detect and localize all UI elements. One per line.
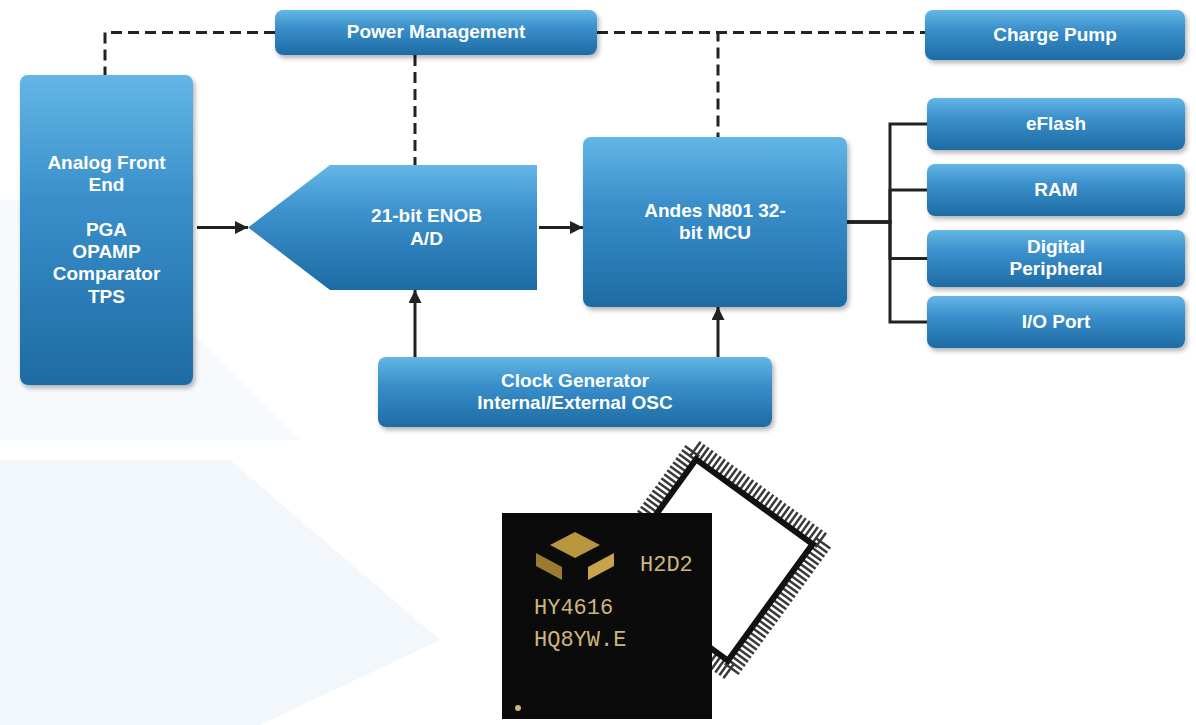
block-title: Andes N801 32-bit MCU (640, 200, 790, 245)
chip-body (502, 513, 712, 719)
signal-arrow (414, 290, 417, 357)
block-title: 21-bit ENOB A/D (357, 205, 497, 250)
block-title: I/O Port (1022, 311, 1091, 333)
block-box: I/O Port (927, 296, 1185, 348)
pentagon-outline (248, 165, 537, 290)
block-title: Clock Generator Internal/External OSC (455, 370, 695, 415)
block-title: eFlash (1026, 113, 1086, 135)
bus-line (847, 190, 927, 222)
signal-arrow (717, 307, 720, 357)
chip-marking: HQ8YW.E (534, 628, 626, 653)
block-box: Power Management (275, 10, 597, 55)
block-box: Andes N801 32-bit MCU (583, 137, 847, 307)
chip-marking: HY4616 (534, 596, 613, 621)
block-title: RAM (1034, 179, 1077, 201)
power-line (105, 33, 275, 76)
block-box: eFlash (927, 98, 1185, 150)
signal-arrow (539, 226, 583, 229)
block-title: Analog Front End (45, 152, 169, 197)
bus-line (847, 222, 927, 322)
adc-block: 21-bit ENOB A/D (248, 165, 537, 290)
block-body: PGA OPAMP Comparator TPS (53, 219, 161, 309)
block-box: Digital Peripheral (927, 230, 1185, 287)
block-box: Clock Generator Internal/External OSC (378, 357, 772, 427)
power-line (414, 55, 417, 165)
block-box: Analog Front EndPGA OPAMP Comparator TPS (20, 75, 193, 385)
power-line (597, 31, 925, 34)
pin-one-dot (515, 705, 521, 711)
block-title: Power Management (347, 21, 525, 43)
power-line (597, 33, 718, 138)
signal-arrow (197, 226, 248, 229)
bus-line (847, 222, 927, 258)
block-box: RAM (927, 164, 1185, 216)
background-shape (0, 460, 440, 725)
chip-logo (536, 532, 614, 580)
block-title: Digital Peripheral (996, 236, 1116, 281)
chip-marking: H2D2 (640, 553, 693, 578)
block-title: Charge Pump (993, 24, 1117, 46)
bus-line (847, 124, 927, 222)
block-box: Charge Pump (925, 10, 1185, 60)
